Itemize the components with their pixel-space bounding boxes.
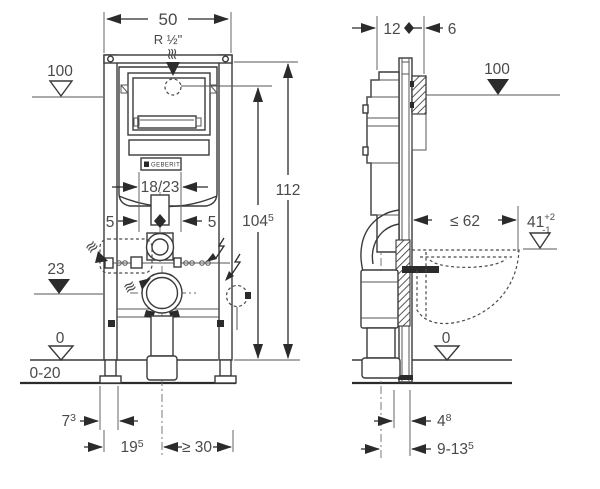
cistern-profile-side — [362, 71, 400, 253]
concealed-cistern: GEBERIT — [118, 66, 218, 208]
corner-bracket — [108, 320, 115, 327]
cistern-label-band — [128, 139, 210, 156]
side-view: 100 — [352, 16, 560, 458]
dim-label: 48 — [437, 412, 452, 430]
lightning-icon — [225, 253, 251, 330]
dim-label: 5 — [106, 214, 115, 231]
level-label: 23 — [47, 261, 64, 278]
dim-wall-9135: 9-135 — [361, 428, 474, 458]
drain-coupling — [146, 355, 178, 381]
dim-label: 50 — [159, 10, 178, 29]
supply-thread-label: R ½" — [154, 32, 183, 47]
level-marker-0-left: 0 — [47, 330, 75, 362]
level-label: 0 — [442, 330, 451, 347]
dim-label: 5 — [208, 214, 217, 231]
level-label: 100 — [484, 61, 510, 78]
supply-connection-circle — [164, 78, 182, 96]
dim-label: 195 — [120, 438, 143, 456]
water-supply-icon: ≋ — [163, 48, 272, 96]
fixing-bar — [402, 266, 439, 273]
wall-mounting-plate — [410, 75, 427, 151]
dim-seat-height-41: 41+2-1 — [523, 212, 557, 250]
dim-depth-12: 12 6 — [352, 16, 456, 74]
dim-width-50: 50 — [103, 10, 232, 53]
dim-label: 12 — [383, 21, 400, 38]
flush-valve-bar — [133, 115, 202, 129]
level-label: 0 — [56, 330, 65, 347]
level-triangle — [528, 232, 552, 250]
flush-pipe-assembly — [145, 192, 175, 262]
drain-socket — [130, 266, 196, 458]
dim-bowl-62: ≤ 62 — [413, 206, 519, 252]
flush-bend — [360, 209, 411, 379]
frame-screw-hole — [221, 55, 229, 63]
level-marker-23: 23 — [34, 261, 103, 295]
dim-clearance-30: ≥ 30 — [163, 430, 234, 456]
drain-fitting — [360, 269, 399, 329]
inspection-window — [127, 72, 211, 136]
frame-leg — [104, 359, 117, 377]
svg-text:≋: ≋ — [121, 277, 140, 298]
level-marker-100-left: 100 — [32, 63, 103, 98]
svg-text:≋: ≋ — [163, 48, 180, 61]
level-marker-100-right: 100 — [426, 61, 560, 96]
frame-foot — [99, 375, 122, 384]
dim-height-112: 112 — [234, 61, 301, 359]
dim-label: 18/23 — [141, 179, 180, 196]
brand-logo-text: GEBERIT — [151, 163, 180, 169]
wc-bowl-outline — [412, 249, 520, 325]
dim-offset-48: 48 — [374, 390, 452, 430]
dim-height-1045: 1045 — [234, 85, 274, 359]
front-view: GEBERIT — [20, 10, 300, 458]
dim-label: ≤ 62 — [450, 213, 480, 230]
floor-adjust-label: 0-20 — [29, 365, 60, 382]
brand-logo: GEBERIT — [140, 157, 182, 171]
dim-label: ≥ 30 — [182, 439, 212, 456]
dim-plate-1823: 18/23 — [112, 172, 208, 232]
frame-foot — [214, 375, 237, 384]
level-label: 100 — [47, 63, 73, 80]
dim-label: 41+2-1 — [527, 212, 555, 236]
dim-drain-195: 195 — [84, 430, 144, 456]
dim-foot-73: 73 — [62, 386, 138, 430]
center-diamond — [154, 214, 166, 228]
frame-screw-hole — [106, 55, 114, 63]
dim-label: 1045 — [242, 212, 274, 230]
corner-bracket — [217, 320, 224, 327]
dim-label: 112 — [276, 182, 301, 199]
drain-coupling-side — [361, 357, 401, 379]
level-marker-0-right: 0 — [433, 330, 461, 362]
connection-row — [104, 256, 230, 269]
dim-label: 9-135 — [437, 440, 474, 458]
window-clip — [120, 84, 218, 94]
dim-label: 6 — [448, 21, 457, 38]
dim-label: 73 — [62, 412, 77, 430]
frame-leg — [219, 359, 232, 377]
lightning-icon — [206, 237, 226, 262]
dim-offset-5: 5 5 — [106, 214, 217, 231]
